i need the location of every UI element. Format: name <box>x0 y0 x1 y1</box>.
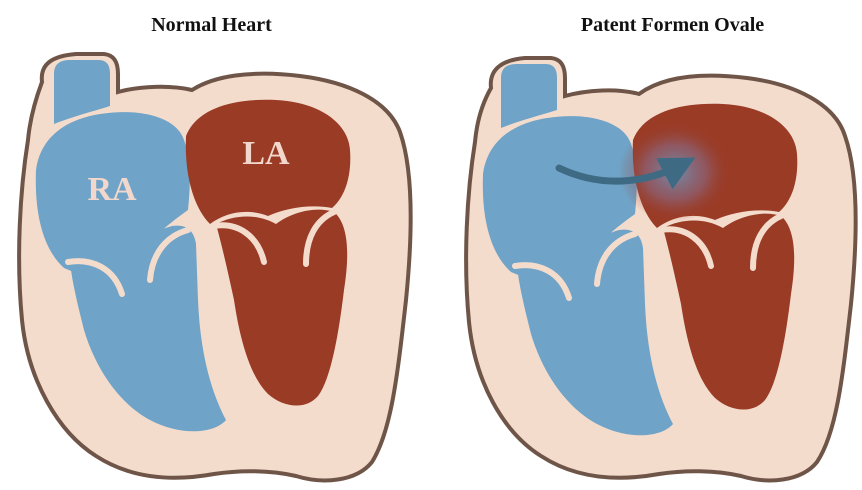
pfo-heart-diagram <box>431 0 862 490</box>
normal-heart-panel: Normal Heart RA LA <box>0 0 431 490</box>
pfo-heart-panel: Patent Formen Ovale <box>431 0 862 490</box>
foramen-ovale-shunt-glow <box>619 122 731 222</box>
right-atrium-label: RA <box>87 171 137 208</box>
left-atrium-label: LA <box>242 135 290 172</box>
normal-heart-diagram: RA LA <box>0 0 431 490</box>
